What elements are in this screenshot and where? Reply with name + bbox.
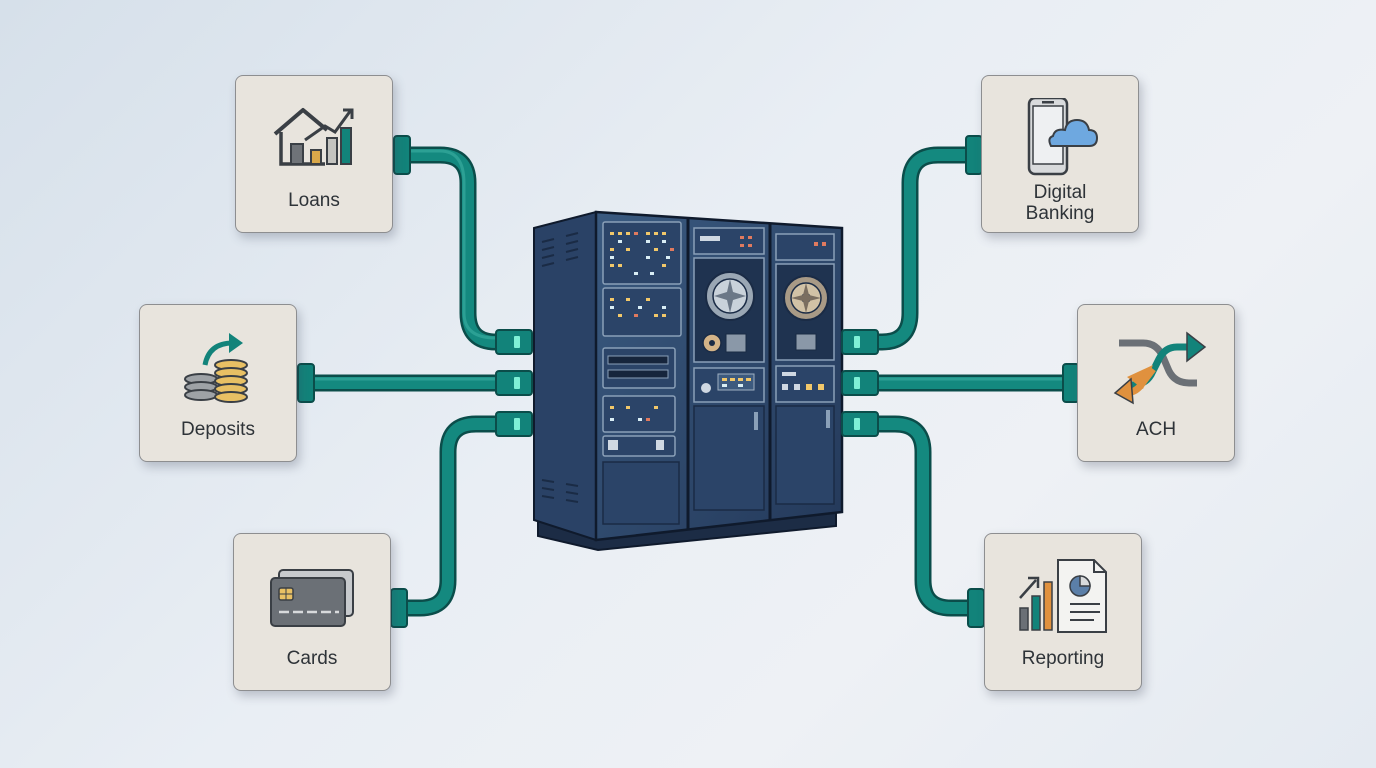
tape-reel-icon [705,271,755,321]
coins-arrow-icon [184,333,248,403]
ach-label: ACH [1135,419,1177,440]
tape-reel-icon [783,275,829,321]
loans-node: Loans [235,75,393,233]
mainframe-server-icon [495,210,879,552]
ach-node: ACH [1077,304,1235,462]
reporting-label: Reporting [1021,648,1105,669]
reporting-node: Reporting [984,533,1142,691]
deposits-label: Deposits [181,419,255,440]
pipes [304,146,1072,617]
pipe-cards [394,415,520,617]
digital-banking-label-line1: Digital [1033,182,1087,203]
card-connectors [297,135,1080,628]
report-chart-icon [1019,559,1107,633]
deposits-node: Deposits [139,304,297,462]
loans-label: Loans [288,190,340,211]
exchange-arrows-icon [1113,331,1207,405]
pipe-reporting [852,415,976,617]
cards-label: Cards [286,648,338,669]
status-lights [610,232,674,421]
pipe-loans [400,146,520,351]
server-ports [495,329,879,437]
house-chart-icon [273,108,354,166]
cards-node: Cards [233,533,391,691]
phone-cloud-icon [1027,98,1099,176]
digital-banking-node: Digital Banking [981,75,1139,233]
digital-banking-label-line2: Banking [1025,203,1095,224]
credit-card-icon [270,569,354,627]
